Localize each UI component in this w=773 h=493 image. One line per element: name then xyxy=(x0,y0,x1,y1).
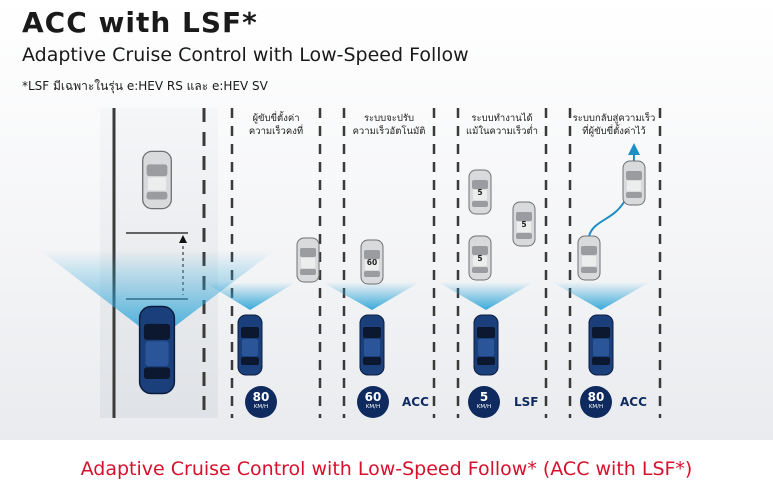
footer-bar xyxy=(0,440,773,493)
speed-badge: 60 KM/H xyxy=(357,386,389,418)
sensor-beam xyxy=(40,250,275,340)
ego-car xyxy=(237,314,263,376)
speed-badge: 5 KM/H xyxy=(468,386,500,418)
gap-arrow-icon xyxy=(179,235,187,243)
lead-car xyxy=(296,237,320,283)
panel-label: ผู้ขับขี่ตั้งค่า ความเร็วคงที่ xyxy=(226,112,326,138)
page-subtitle: Adaptive Cruise Control with Low-Speed F… xyxy=(22,44,469,66)
footer-caption: Adaptive Cruise Control with Low-Speed F… xyxy=(80,458,693,480)
panel-label: ระบบทำงานได้ แม้ในความเร็วต่ำ xyxy=(452,112,552,138)
mode-label: ACC xyxy=(620,395,647,409)
mode-label: ACC xyxy=(402,395,429,409)
panel-label-line: ระบบจะปรับ xyxy=(363,113,415,124)
road-scene xyxy=(40,108,662,418)
panel-label-line: ระบบกลับสู่ความเร็ว xyxy=(572,113,656,124)
sensor-beam xyxy=(552,282,650,310)
panel-label-line: ผู้ขับขี่ตั้งค่า xyxy=(252,113,300,124)
ego-car xyxy=(138,305,176,395)
traffic-car-speed: 5 xyxy=(477,188,483,197)
panel-label-line: ที่ผู้ขับขี่ตั้งค่าไว้ xyxy=(582,126,646,137)
speed-badge: 80 KM/H xyxy=(580,386,612,418)
lead-car xyxy=(142,150,172,210)
sensor-beam xyxy=(322,282,420,310)
panel-label: ระบบกลับสู่ความเร็ว ที่ผู้ขับขี่ตั้งค่าไ… xyxy=(564,112,664,138)
arrow-up-icon xyxy=(628,143,640,155)
sensor-beam xyxy=(204,282,296,310)
panel-label-line: ความเร็วคงที่ xyxy=(248,126,304,137)
speed-badge: 80 KM/H xyxy=(245,386,277,418)
panel-label-line: ระบบทำงานได้ xyxy=(471,113,533,124)
page-title: ACC with LSF* xyxy=(22,6,258,39)
traffic-car-speed: 5 xyxy=(521,220,527,229)
ego-car xyxy=(588,314,614,376)
merged-car xyxy=(577,235,601,281)
departing-car xyxy=(622,160,646,206)
mode-label: LSF xyxy=(514,395,539,409)
ego-car xyxy=(359,314,385,376)
lead-car-speed: 5 xyxy=(477,254,483,263)
panel-label: ระบบจะปรับ ความเร็วอัตโนมัติ xyxy=(339,112,439,138)
availability-note: *LSF มีเฉพาะในรุ่น e:HEV RS และ e:HEV SV xyxy=(22,79,268,93)
ego-car xyxy=(473,314,499,376)
lead-car-speed: 60 xyxy=(366,258,378,267)
panel-label-line: แม้ในความเร็วต่ำ xyxy=(466,126,538,137)
sensor-beam xyxy=(438,282,534,310)
panel-label-line: ความเร็วอัตโนมัติ xyxy=(352,126,426,137)
